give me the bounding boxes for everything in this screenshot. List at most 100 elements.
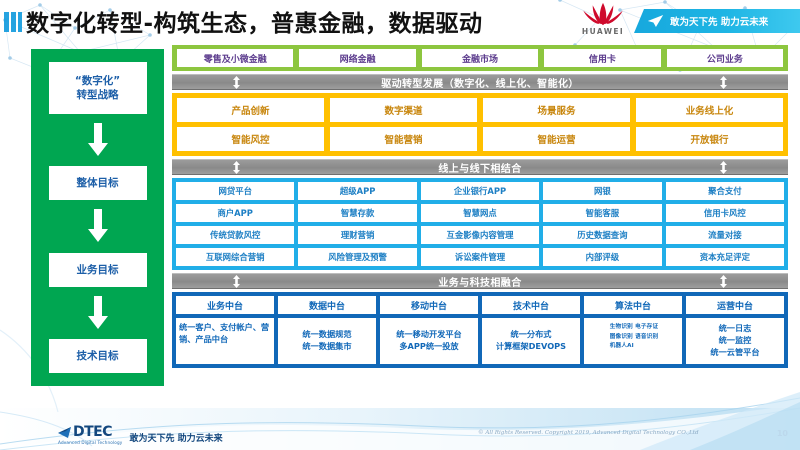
- channel-item[interactable]: 诉讼案件管理: [420, 248, 540, 266]
- strategy-column: “数字化” 转型战略 整体目标 业务目标 技术目标: [31, 49, 164, 386]
- channel-item[interactable]: 超级APP: [298, 182, 417, 200]
- arrow-down-icon-2: [87, 200, 109, 252]
- channel-item[interactable]: 聚合支付: [665, 182, 785, 200]
- diagram-stage: “数字化” 转型战略 整体目标 业务目标 技术目标 零售及小微金融 网络金融 金…: [0, 42, 800, 410]
- platform-column-business: 业务中台 统一客户、支付帐户、营销、产品中台: [176, 296, 274, 364]
- capability-item[interactable]: 智能营销: [330, 127, 477, 151]
- huawei-logo: HUAWEI: [576, 2, 630, 40]
- platform-column-mobile: 移动中台 统一移动开发平台 多APP统一投放: [380, 296, 478, 364]
- layers-column: 零售及小微金融 网络金融 金融市场 信用卡 公司业务 驱动转型发展（数字化、线上…: [172, 45, 788, 390]
- connector-label: 线上与线下相结合: [438, 163, 522, 175]
- header-banner-text: 敢为天下先 助力云未来: [670, 17, 769, 28]
- capability-item[interactable]: 开放银行: [636, 127, 783, 151]
- business-line-item[interactable]: 零售及小微金融: [177, 49, 294, 67]
- strategy-label-line2: 转型战略: [76, 89, 119, 101]
- paper-plane-icon: [647, 15, 664, 27]
- channel-item[interactable]: 风险管理及预警: [298, 248, 417, 266]
- capability-item[interactable]: 智能风控: [177, 127, 324, 151]
- platform-body: 生物识别 电子存证 图像识别 语音识别 机器人AI: [584, 318, 682, 364]
- channel-item[interactable]: 信用卡风控: [665, 204, 785, 222]
- channel-item[interactable]: 智能客服: [543, 204, 662, 222]
- huawei-flower-icon: [583, 2, 623, 26]
- channel-row: 网贷平台 超级APP 企业银行APP 网银 聚合支付: [176, 182, 785, 200]
- platform-title[interactable]: 算法中台: [584, 296, 682, 314]
- platform-band: 业务中台 统一客户、支付帐户、营销、产品中台 数据中台 统一数据规范 统一数据集…: [172, 292, 788, 368]
- dtec-logo: DTEC Advanced Digital Technology 敢为天下先 助…: [58, 425, 223, 445]
- channel-row: 传统贷款风控 理财营销 互金影像内容管理 历史数据查询 流量对接: [176, 226, 785, 244]
- connector-bar-business-technology: 业务与科技相融合: [172, 273, 788, 289]
- channel-band: 网贷平台 超级APP 企业银行APP 网银 聚合支付 商户APP 智慧存款 智慧…: [172, 178, 788, 270]
- platform-body: 统一数据规范 统一数据集市: [278, 318, 376, 364]
- header-banner: 敢为天下先 助力云未来: [634, 9, 800, 33]
- header-accent-bars: [4, 12, 22, 32]
- channel-item[interactable]: 资本充足评定: [665, 248, 785, 266]
- platform-title[interactable]: 业务中台: [176, 296, 274, 314]
- connector-label: 业务与科技相融合: [438, 277, 522, 289]
- platform-column-algorithm: 算法中台 生物识别 电子存证 图像识别 语音识别 机器人AI: [584, 296, 682, 364]
- channel-item[interactable]: 互联网综合营销: [176, 248, 295, 266]
- capability-band: 产品创新 数字渠道 场景服务 业务线上化 智能风控 智能营销 智能运营 开放银行: [172, 93, 788, 156]
- channel-item[interactable]: 商户APP: [176, 204, 295, 222]
- channel-item[interactable]: 内部评级: [543, 248, 662, 266]
- channel-item[interactable]: 网银: [543, 182, 662, 200]
- platform-title[interactable]: 数据中台: [278, 296, 376, 314]
- capability-item[interactable]: 数字渠道: [330, 98, 477, 122]
- platform-title[interactable]: 移动中台: [380, 296, 478, 314]
- connector-label: 驱动转型发展（数字化、线上化、智能化）: [381, 78, 579, 90]
- capability-item[interactable]: 业务线上化: [636, 98, 783, 122]
- platform-body: 统一分布式 计算框架DEVOPS: [482, 318, 580, 364]
- connector-bar-online-offline: 线上与线下相结合: [172, 159, 788, 175]
- page-title: 数字化转型-构筑生态，普惠金融，数据驱动: [26, 11, 483, 37]
- up-down-arrow-icon: [233, 75, 240, 89]
- platform-body: 统一客户、支付帐户、营销、产品中台: [176, 318, 274, 364]
- dtec-triangle-icon: [58, 426, 71, 438]
- dtec-tagline: Advanced Digital Technology: [58, 440, 123, 445]
- up-down-arrow-icon: [720, 75, 727, 89]
- strategy-label-line1: “数字化”: [74, 74, 121, 87]
- channel-item[interactable]: 传统贷款风控: [176, 226, 295, 244]
- up-down-arrow-icon: [233, 274, 240, 288]
- platform-column-operation: 运营中台 统一日志 统一监控 统一云管平台: [686, 296, 784, 364]
- channel-item[interactable]: 企业银行APP: [420, 182, 540, 200]
- capability-row: 智能风控 智能营销 智能运营 开放银行: [177, 127, 783, 151]
- dtec-wordmark: DTEC: [73, 424, 113, 440]
- channel-item[interactable]: 网贷平台: [176, 182, 295, 200]
- capability-item[interactable]: 产品创新: [177, 98, 324, 122]
- platform-body: 统一移动开发平台 多APP统一投放: [380, 318, 478, 364]
- platform-title[interactable]: 技术中台: [482, 296, 580, 314]
- channel-item[interactable]: 历史数据查询: [543, 226, 662, 244]
- business-line-item[interactable]: 公司业务: [666, 49, 784, 67]
- channel-row: 商户APP 智慧存款 智慧网点 智能客服 信用卡风控: [176, 204, 785, 222]
- huawei-wordmark: HUAWEI: [581, 27, 625, 36]
- business-line-item[interactable]: 网络金融: [299, 49, 416, 67]
- platform-body: 统一日志 统一监控 统一云管平台: [686, 318, 784, 364]
- business-line-item[interactable]: 信用卡: [544, 49, 661, 67]
- platform-column-data: 数据中台 统一数据规范 统一数据集市: [278, 296, 376, 364]
- footer-slogan: 敢为天下先 助力云未来: [129, 434, 223, 444]
- strategy-box-technology-goal[interactable]: 技术目标: [48, 338, 147, 373]
- business-line-band: 零售及小微金融 网络金融 金融市场 信用卡 公司业务: [172, 45, 788, 71]
- up-down-arrow-icon: [720, 274, 727, 288]
- channel-row: 互联网综合营销 风险管理及预警 诉讼案件管理 内部评级 资本充足评定: [176, 248, 785, 266]
- up-down-arrow-icon: [720, 160, 727, 174]
- platform-grid: 业务中台 统一客户、支付帐户、营销、产品中台 数据中台 统一数据规范 统一数据集…: [176, 296, 784, 364]
- business-line-item[interactable]: 金融市场: [421, 49, 539, 67]
- capability-item[interactable]: 场景服务: [483, 98, 630, 122]
- capability-item[interactable]: 智能运营: [483, 127, 630, 151]
- arrow-down-icon-1: [87, 114, 109, 166]
- slide-header: 数字化转型-构筑生态，普惠金融，数据驱动 HUAWEI 敢为天下先 助力云未来: [0, 0, 800, 42]
- channel-item[interactable]: 流量对接: [665, 226, 785, 244]
- channel-item[interactable]: 智慧存款: [298, 204, 417, 222]
- platform-column-technology: 技术中台 统一分布式 计算框架DEVOPS: [482, 296, 580, 364]
- channel-item[interactable]: 互金影像内容管理: [420, 226, 540, 244]
- strategy-box-digital-transformation[interactable]: “数字化” 转型战略: [48, 62, 147, 114]
- strategy-box-business-goal[interactable]: 业务目标: [48, 252, 147, 287]
- strategy-box-overall-goal[interactable]: 整体目标: [48, 166, 147, 201]
- arrow-down-icon-3: [87, 287, 109, 339]
- channel-item[interactable]: 理财营销: [298, 226, 417, 244]
- platform-title[interactable]: 运营中台: [686, 296, 784, 314]
- copyright-text: © All Rights Reserved. Copyright 2019, A…: [478, 430, 699, 436]
- channel-item[interactable]: 智慧网点: [420, 204, 540, 222]
- capability-row: 产品创新 数字渠道 场景服务 业务线上化: [177, 98, 783, 122]
- up-down-arrow-icon: [233, 160, 240, 174]
